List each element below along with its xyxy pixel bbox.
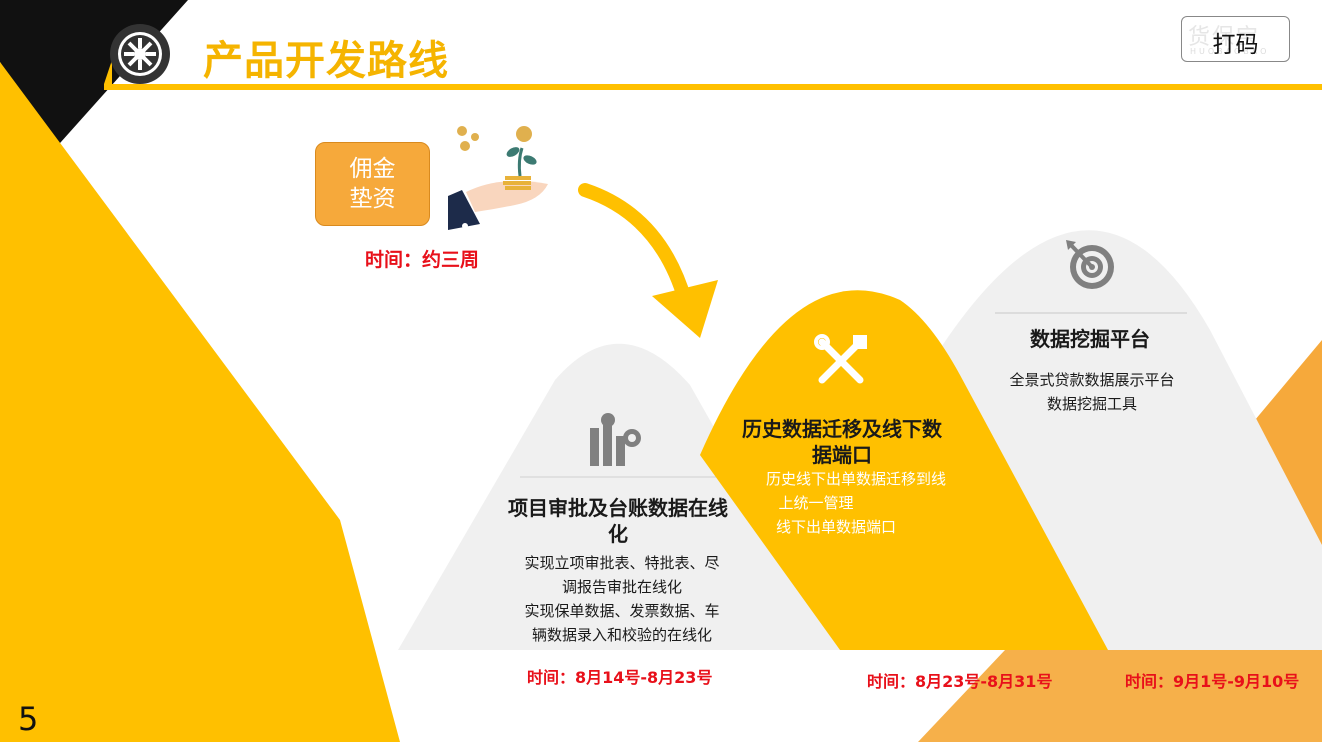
curved-arrow-shaft <box>578 183 692 307</box>
stage3-line: 数据挖掘工具 <box>1046 395 1137 413</box>
watermark-faint-text: 货保宝 <box>1188 25 1261 50</box>
tools-icon <box>814 334 867 384</box>
watermark-label: 打码 <box>1212 32 1259 58</box>
page-number: 5 <box>18 700 39 738</box>
target-icon <box>1066 240 1114 289</box>
yellow-left-triangle <box>0 62 400 742</box>
stage2-line: 上统一管理 <box>778 494 854 512</box>
stage1-heading: 项目审批及台账数据在线化 <box>508 496 728 546</box>
stage3-description: 全景式贷款数据展示平台 数据挖掘工具 <box>982 368 1202 416</box>
watermark-faint-subtext: HUOBAOBAO <box>1190 47 1270 56</box>
stage1-line: 实现保单数据、发票数据、车 <box>524 602 720 620</box>
stage2-time: 时间：8月23号-8月31号 <box>867 672 1053 691</box>
stage1-line: 辆数据录入和校验的在线化 <box>531 626 712 644</box>
curved-arrow-head <box>652 280 718 338</box>
page-title: 产品开发路线 <box>203 38 449 84</box>
stage3-heading: 数据挖掘平台 <box>1030 327 1150 351</box>
gear-chart-icon <box>590 413 641 466</box>
stage2-heading: 历史数据迁移及线下数据端口 <box>742 417 942 467</box>
stage1-time: 时间：8月14号-8月23号 <box>527 668 713 687</box>
stage3-time: 时间：9月1号-9月10号 <box>1125 672 1300 691</box>
stage1-line: 实现立项审批表、特批表、尽 <box>524 554 720 572</box>
stage1-description: 实现立项审批表、特批表、尽 调报告审批在线化 实现保单数据、发票数据、车 辆数据… <box>500 551 744 647</box>
orange-bottom-band <box>918 650 1322 742</box>
hand-money-plant-icon <box>448 126 548 230</box>
intro-time: 时间：约三周 <box>365 249 480 271</box>
mountain-left <box>398 343 840 650</box>
tire-icon <box>110 24 170 84</box>
header-underline <box>104 84 1322 90</box>
stage2-line: 线下出单数据端口 <box>775 518 896 536</box>
commission-advance-box: 佣金 垫资 <box>315 142 430 226</box>
watermark-badge: 货保宝 HUOBAOBAO 打码 <box>1181 16 1290 62</box>
commission-advance-label: 佣金 垫资 <box>349 156 396 212</box>
stage2-description: 历史线下出单数据迁移到线 上统一管理 线下出单数据端口 <box>740 467 972 539</box>
stage2-line: 历史线下出单数据迁移到线 <box>765 470 946 488</box>
stage3-line: 全景式贷款数据展示平台 <box>1009 371 1175 389</box>
mountain-middle <box>700 290 1108 650</box>
stage1-line: 调报告审批在线化 <box>561 578 682 596</box>
